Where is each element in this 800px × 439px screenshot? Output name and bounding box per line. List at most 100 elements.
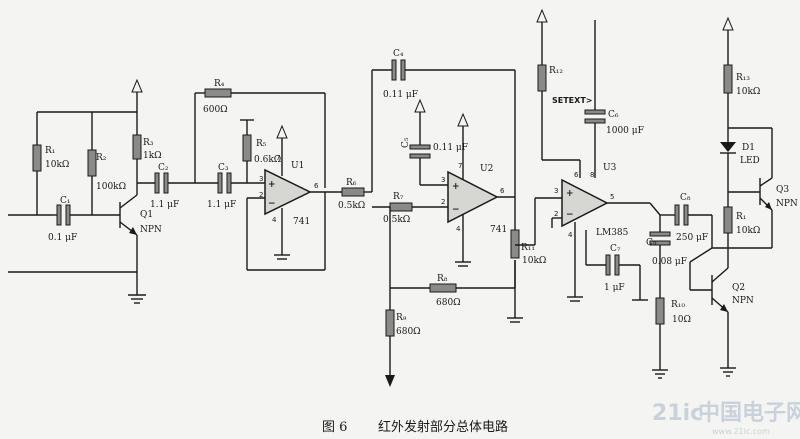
u2-pin7: 7 <box>458 162 462 170</box>
r10-ref: R₁₀ <box>671 300 685 310</box>
u3-pin2: 2 <box>554 210 558 218</box>
c8-ref: C₈ <box>680 193 691 203</box>
opamp-u1 <box>264 168 312 216</box>
u1-part: 741 <box>293 217 310 227</box>
watermark-logo: 21ic 中国电子网 www.21ic.com <box>652 401 800 436</box>
stage-led-driver: R₁₃ 10kΩ D1 LED Q3 NPN R₁ 10kΩ <box>689 16 798 377</box>
svg-text:−: − <box>452 205 460 215</box>
resistor-r7 <box>389 202 413 212</box>
figure-number: 图 6 <box>322 420 347 435</box>
resistor-r3 <box>132 134 142 160</box>
u1-ref: U1 <box>291 161 304 171</box>
c4-value: 0.11 μF <box>383 90 418 100</box>
capacitor-c1 <box>56 204 62 226</box>
d1-type: LED <box>740 156 760 166</box>
c2-ref: C₂ <box>158 163 169 173</box>
capacitor-c6 <box>584 109 606 115</box>
r5-value: 0.6kΩ <box>254 155 281 165</box>
u1-pin6: 6 <box>314 182 319 190</box>
u3-pin4: 4 <box>568 231 573 239</box>
q1-ref: Q1 <box>140 210 153 220</box>
resistor-r9 <box>385 309 395 337</box>
d1-ref: D1 <box>742 143 755 153</box>
u3-pin5: 5 <box>610 193 614 201</box>
r7-ref: R₇ <box>393 192 404 202</box>
svg-text:−: − <box>566 210 574 220</box>
r3-ref: R₃ <box>143 138 154 148</box>
r9-ref: R₉ <box>396 313 407 323</box>
capacitor-c3 <box>217 172 223 194</box>
c9-value: 0.08 μF <box>652 257 687 267</box>
r14-ref: R₁ <box>736 212 746 222</box>
c5-value: 0.11 μF <box>433 143 468 153</box>
q1-type: NPN <box>140 225 162 235</box>
u3-pin3: 3 <box>554 187 558 195</box>
resistor-r-bias <box>723 206 733 234</box>
stage-u1-opamp: R₄ 600Ω C₃ 1.1 μF R₅ 0.6kΩ + − 3 2 6 7 4… <box>194 79 342 271</box>
r6-ref: R₆ <box>346 178 357 188</box>
resistor-r10 <box>655 297 665 325</box>
u1-pin7: 7 <box>276 154 280 162</box>
svg-text:+: + <box>566 189 574 199</box>
u1-pin4: 4 <box>272 216 277 224</box>
resistor-r6 <box>341 187 365 197</box>
c7-value: 1 μF <box>604 283 625 293</box>
u2-part: 741 <box>490 225 507 235</box>
resistor-r13 <box>723 64 733 94</box>
setext-label: SETEXT> <box>552 96 592 105</box>
c2-value: 1.1 μF <box>150 200 179 210</box>
u3-part: LM385 <box>596 228 629 238</box>
u2-pin3: 3 <box>441 176 445 184</box>
r11-ref: R₁₁ <box>521 243 535 253</box>
watermark-mark: 21ic <box>652 401 703 426</box>
q3-type: NPN <box>776 199 798 209</box>
r12-ref: R₁₂ <box>549 66 563 76</box>
stage-u3-lm385: R₁₂ SETEXT> C₆ 1000 μF + − 3 2 5 6 8 4 U… <box>534 8 712 379</box>
c9-ref: C₉ <box>646 238 657 248</box>
figure-caption: 图 6 红外发射部分总体电路 <box>322 419 508 435</box>
c6-value: 1000 μF <box>606 126 644 136</box>
r2-ref: R₂ <box>96 153 107 163</box>
u2-pin4: 4 <box>456 225 461 233</box>
stage-q1-amplifier: R₁ 10kΩ C₁ 0.1 μF R₂ 100kΩ R₃ 1kΩ Q1 NPN <box>8 78 218 304</box>
r6-value: 0.5kΩ <box>338 201 365 211</box>
svg-text:−: − <box>268 199 276 209</box>
capacitor-c2 <box>154 172 160 194</box>
resistor-r12 <box>537 64 547 92</box>
led-d1-icon <box>720 142 736 152</box>
capacitor-c5 <box>409 144 431 150</box>
capacitor-c8 <box>674 204 680 226</box>
r13-value: 10kΩ <box>736 87 760 97</box>
u2-pin2: 2 <box>441 198 445 206</box>
u2-ref: U2 <box>480 164 493 174</box>
capacitor-c7 <box>605 254 611 276</box>
r8-ref: R₈ <box>437 274 448 284</box>
u1-pin2: 2 <box>259 191 263 199</box>
u1-pin3: 3 <box>259 175 263 183</box>
r8-value: 680Ω <box>436 298 461 308</box>
r1-value: 10kΩ <box>45 160 69 170</box>
r10-value: 10Ω <box>672 315 691 325</box>
c3-value: 1.1 μF <box>207 200 236 210</box>
vcc-arrow-icon <box>414 98 426 113</box>
r1-ref: R₁ <box>45 146 55 156</box>
opamp-u3 <box>561 178 609 228</box>
r4-value: 600Ω <box>203 105 228 115</box>
svg-text:+: + <box>268 180 276 190</box>
vcc-arrow-icon <box>536 8 548 23</box>
svg-text:+: + <box>452 182 460 192</box>
resistor-r4 <box>204 88 232 98</box>
c7-ref: C₇ <box>610 244 621 254</box>
opamp-u2 <box>447 170 499 224</box>
r13-ref: R₁₃ <box>736 73 750 83</box>
resistor-r2 <box>87 149 97 177</box>
c8-value: 250 μF <box>676 233 708 243</box>
c5-ref: C₅ <box>401 137 411 148</box>
r14-value: 10kΩ <box>736 226 760 236</box>
resistor-r8 <box>429 283 457 293</box>
r9-value: 680Ω <box>396 327 421 337</box>
watermark-name: 中国电子网 <box>698 401 800 426</box>
u3-pin6: 6 <box>574 171 579 179</box>
